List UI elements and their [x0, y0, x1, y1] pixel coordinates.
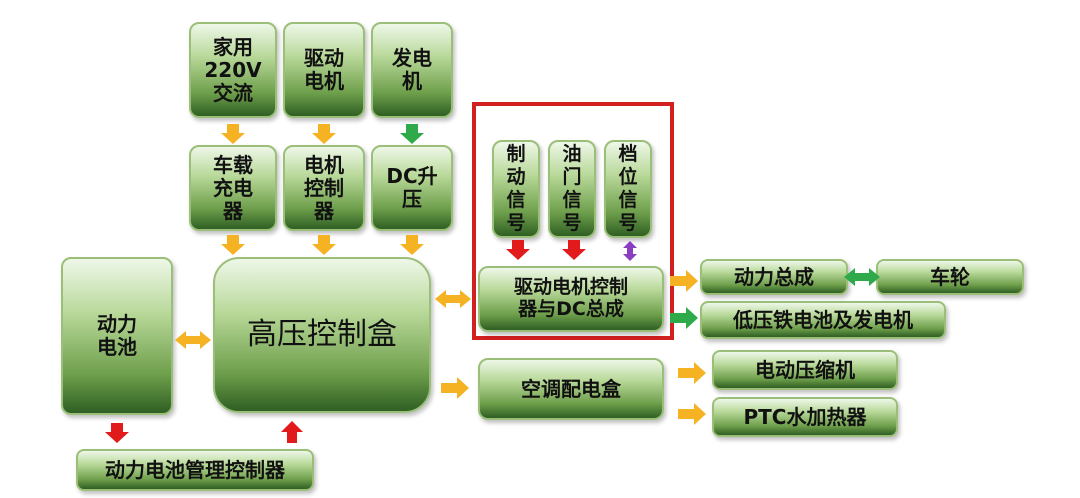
arrow-hv-drive-assembly	[435, 290, 471, 308]
node-brake-signal: 制 动 信 号	[492, 140, 540, 238]
arrow-generator-to-dc	[400, 124, 424, 144]
node-power-assembly: 动力总成	[700, 259, 848, 295]
arrow-power-assembly-wheels	[844, 268, 880, 286]
node-throttle-signal: 油 门 信 号	[548, 140, 596, 238]
node-ptc-heater: PTC水加热器	[712, 397, 898, 437]
arrow-battery-hv	[175, 331, 211, 349]
node-lv-battery-generator: 低压铁电池及发电机	[700, 301, 946, 339]
node-gear-signal: 档 位 信 号	[604, 140, 652, 238]
node-compressor: 电动压缩机	[712, 350, 898, 390]
arrow-dc-to-hv	[400, 235, 424, 255]
node-ac220: 家用 220V 交流	[189, 22, 277, 118]
arrow-ac-to-compressor	[678, 362, 706, 384]
arrow-brake-down	[506, 240, 530, 260]
arrow-controller-to-hv	[312, 235, 336, 255]
node-onboard-charger: 车载 充电 器	[189, 145, 277, 231]
node-bms: 动力电池管理控制器	[76, 449, 314, 491]
arrow-motor-to-controller	[312, 124, 336, 144]
node-power-battery: 动力 电池	[61, 257, 173, 415]
node-ac-distribution: 空调配电盒	[478, 358, 664, 420]
node-generator: 发电 机	[371, 22, 453, 118]
arrow-charger-to-hv	[221, 235, 245, 255]
arrow-ac-to-ptc	[678, 403, 706, 425]
arrow-gear-bidirectional	[623, 241, 637, 261]
node-drive-dc-assembly: 驱动电机控制 器与DC总成	[478, 266, 664, 332]
node-motor-controller: 电机 控制 器	[283, 145, 365, 231]
arrow-to-lv-battery	[670, 307, 698, 329]
node-hv-control-box: 高压控制盒	[213, 257, 431, 413]
highlight-frame	[472, 102, 674, 340]
arrow-bms-to-hv	[281, 421, 303, 443]
arrow-ac-to-charger	[221, 124, 245, 144]
node-dc-boost: DC升 压	[371, 145, 453, 231]
node-drive-motor: 驱动 电机	[283, 22, 365, 118]
arrow-to-power-assembly	[670, 270, 698, 292]
arrow-battery-to-bms	[105, 423, 129, 443]
arrow-throttle-down	[562, 240, 586, 260]
arrow-hv-to-ac	[441, 377, 469, 399]
